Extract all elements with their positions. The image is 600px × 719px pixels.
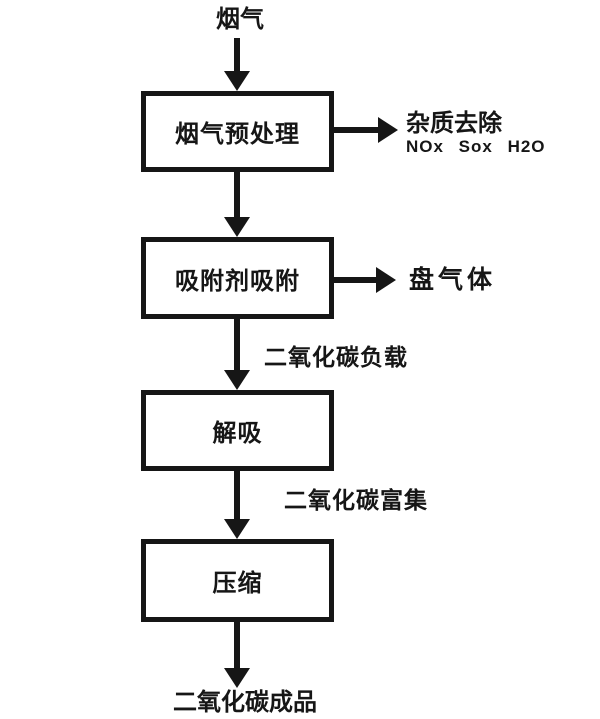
arrow-line — [234, 319, 240, 370]
arrow-head-icon — [224, 217, 250, 237]
impurity-species-label: NOx Sox H2O — [406, 137, 546, 156]
arrow-line — [234, 622, 240, 668]
compression-box-label: 压缩 — [212, 570, 263, 597]
desorption-box-label: 解吸 — [212, 420, 263, 447]
arrow-line — [334, 277, 376, 283]
arrow-down-icon — [224, 622, 250, 688]
arrow-head-icon — [224, 370, 250, 390]
desorption-box: 解吸 — [141, 390, 334, 471]
arrow-right-icon — [334, 117, 398, 143]
adsorption-box: 吸附剂吸附 — [141, 237, 334, 319]
arrow-down-icon — [224, 38, 250, 91]
arrow-line — [234, 471, 240, 519]
arrow-head-icon — [378, 117, 398, 143]
arrow-line — [334, 127, 378, 133]
arrow-down-icon — [224, 319, 250, 390]
arrow-head-icon — [224, 71, 250, 91]
arrow-head-icon — [224, 519, 250, 539]
adsorption-box-label: 吸附剂吸附 — [175, 267, 300, 295]
flue-gas-label: 烟气 — [216, 6, 264, 33]
arrow-right-icon — [334, 267, 396, 293]
impurity-removal-label: 杂质去除 — [406, 110, 502, 137]
co2-loaded-edge-label: 二氧化碳负载 — [264, 344, 408, 370]
arrow-down-icon — [224, 471, 250, 539]
compression-box: 压缩 — [141, 539, 334, 622]
co2-product-label: 二氧化碳成品 — [173, 689, 317, 716]
arrow-down-icon — [224, 172, 250, 237]
lean-gas-label: 盘气体 — [409, 266, 497, 294]
pretreatment-box-label: 烟气预处理 — [175, 121, 300, 148]
arrow-line — [234, 172, 240, 217]
arrow-line — [234, 38, 240, 71]
arrow-head-icon — [376, 267, 396, 293]
co2-enriched-edge-label: 二氧化碳富集 — [284, 487, 428, 513]
arrow-head-icon — [224, 668, 250, 688]
pretreatment-box: 烟气预处理 — [141, 91, 334, 172]
